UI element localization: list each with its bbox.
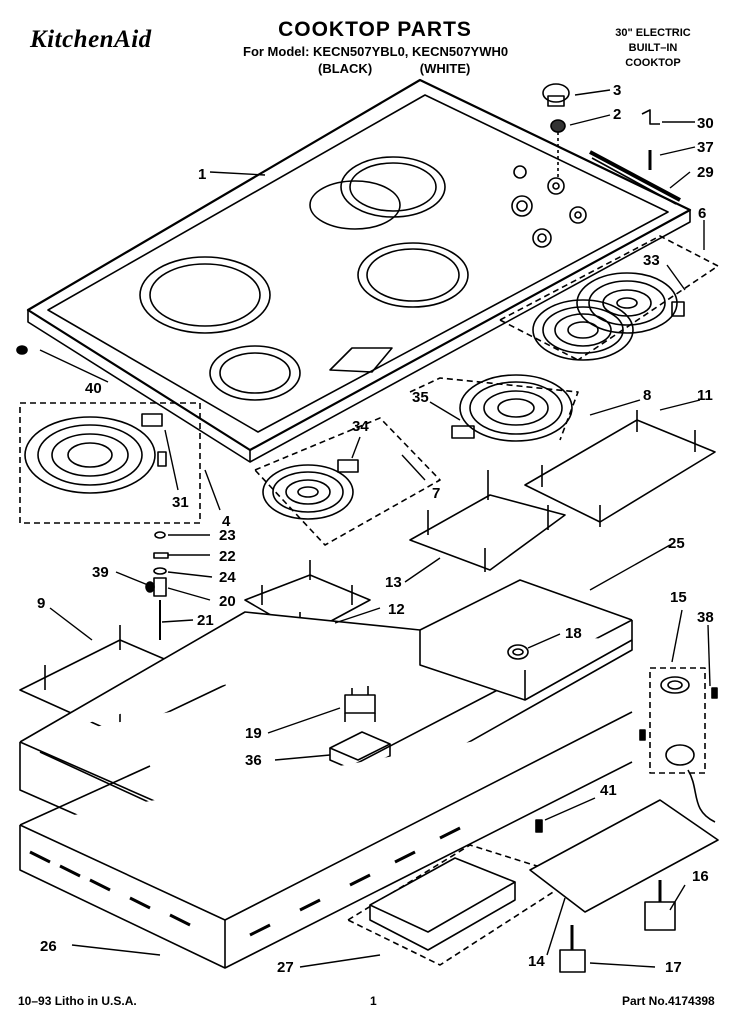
callout-6: 6	[698, 205, 706, 222]
callout-41: 41	[600, 782, 617, 799]
callout-20: 20	[219, 593, 236, 610]
callout-37: 37	[697, 139, 714, 156]
description-line-1: 30" ELECTRIC	[615, 27, 691, 39]
product-description: 30" ELECTRIC BUILT–IN COOKTOP	[607, 26, 699, 71]
screw-40	[16, 345, 28, 355]
callout-16: 16	[692, 868, 709, 885]
callout-7: 7	[432, 485, 440, 502]
callout-26: 26	[40, 938, 57, 955]
terminal-block	[344, 686, 376, 722]
page-title: COOKTOP PARTS	[278, 18, 472, 41]
callout-13: 13	[385, 574, 402, 591]
callout-31: 31	[172, 494, 189, 511]
color-variants: (BLACK) (WHITE)	[318, 61, 514, 76]
callout-38: 38	[697, 609, 714, 626]
callout-23: 23	[219, 527, 236, 544]
bottom-plate	[529, 799, 719, 973]
surface-element-large	[532, 272, 685, 361]
glass-cooktop-top	[26, 78, 692, 463]
callout-2: 2	[613, 106, 621, 123]
callout-35: 35	[412, 389, 429, 406]
callout-15: 15	[670, 589, 687, 606]
callout-3: 3	[613, 82, 621, 99]
model-line: For Model: KECN507YBL0, KECN507YWH0	[243, 44, 509, 59]
callout-1: 1	[198, 166, 206, 183]
surface-element-left	[19, 402, 201, 524]
callout-25: 25	[668, 535, 685, 552]
leader-lines	[39, 89, 711, 968]
callout-29: 29	[697, 164, 714, 181]
trim-strip	[589, 109, 681, 205]
junction-box	[639, 667, 718, 823]
callout-18: 18	[565, 625, 582, 642]
callout-36: 36	[245, 752, 262, 769]
brand-logo: KitchenAid	[30, 26, 152, 53]
surface-element-front-right	[409, 374, 579, 442]
footer-part-number: Part No.4174398	[622, 994, 715, 1008]
callout-4: 4	[222, 513, 231, 530]
callout-21: 21	[197, 612, 214, 629]
terminal-hardware	[145, 531, 169, 640]
description-line-2: BUILT–IN	[628, 42, 678, 54]
color-white: (WHITE)	[419, 61, 471, 76]
bottom-box	[19, 711, 633, 969]
callout-14: 14	[528, 953, 545, 970]
callout-8: 8	[643, 387, 651, 404]
color-black: (BLACK)	[318, 61, 373, 76]
callout-39: 39	[92, 564, 109, 581]
right-surface-elements	[499, 235, 719, 361]
insulation-pad-11	[524, 410, 716, 527]
footer-litho: 10–93 Litho in U.S.A.	[18, 994, 137, 1008]
callout-19: 19	[245, 725, 262, 742]
control-knob	[542, 83, 570, 178]
callout-24: 24	[219, 569, 236, 586]
footer-page-number: 1	[370, 994, 377, 1008]
surface-element-small	[254, 417, 441, 546]
callout-34: 34	[352, 418, 369, 435]
description-line-3: COOKTOP	[625, 57, 681, 69]
callout-27: 27	[277, 959, 294, 976]
callout-40: 40	[85, 380, 102, 397]
insulation-pad-13	[409, 470, 566, 572]
callout-12: 12	[388, 601, 405, 618]
callout-33: 33	[643, 252, 660, 269]
callout-numbers: 1 2 3 4 6 7 8 9 11 12 13 14 15 16 17 18 …	[37, 82, 714, 976]
callout-17: 17	[665, 959, 682, 976]
callout-11: 11	[697, 387, 713, 404]
callout-22: 22	[219, 548, 236, 565]
callout-9: 9	[37, 595, 45, 612]
callout-30: 30	[697, 115, 714, 132]
